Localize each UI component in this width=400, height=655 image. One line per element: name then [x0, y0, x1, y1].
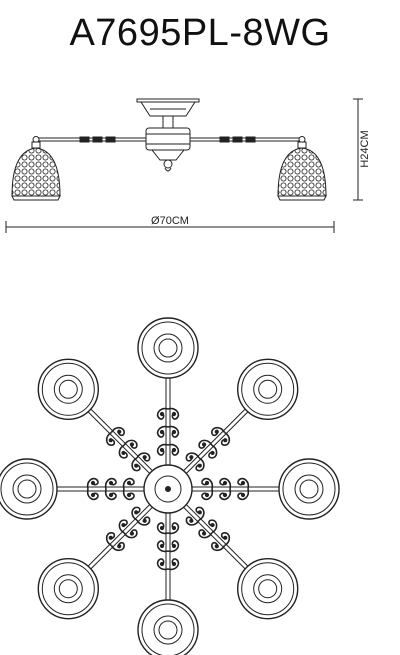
arm-scroll-ornament	[105, 506, 151, 552]
right-lamp-shade	[277, 141, 327, 201]
product-model-title: A7695PL-8WG	[69, 12, 331, 54]
lamp-shade-top-8	[37, 358, 100, 420]
height-dimension-label: H24CM	[359, 130, 371, 167]
central-body	[145, 127, 191, 172]
left-lamp-shade	[11, 141, 61, 201]
arm-4	[183, 504, 299, 620]
top-view	[0, 317, 340, 655]
ceiling-canopy	[136, 98, 200, 129]
arm-scroll-ornament	[185, 506, 231, 552]
lamp-shade-top-6	[37, 558, 100, 620]
arm-scroll-ornament	[201, 477, 250, 501]
central-hub	[143, 464, 193, 514]
arm-5	[137, 513, 199, 655]
side-view	[5, 98, 363, 233]
arm-1	[137, 317, 199, 465]
arm-2	[183, 358, 299, 474]
lamp-shade-top-3	[278, 458, 340, 520]
lamp-shade-top-7	[0, 458, 58, 520]
arm-scroll-ornament	[105, 426, 151, 472]
lamp-shade-top-2	[237, 358, 299, 420]
side-arms	[32, 136, 306, 143]
height-dimension-line	[353, 98, 363, 201]
width-dimension-line	[5, 221, 335, 233]
arm-scroll-ornament	[185, 426, 231, 472]
lamp-shade-top-1	[137, 317, 199, 379]
arm-scroll-ornament	[156, 522, 180, 571]
lamp-shade-top-5	[137, 599, 199, 655]
arm-6	[37, 504, 153, 620]
arm-scroll-ornament	[156, 407, 180, 456]
arm-3	[192, 458, 340, 520]
width-dimension-label: Ø70CM	[151, 215, 189, 227]
arm-7	[0, 458, 144, 520]
arm-8	[37, 358, 153, 474]
arm-scroll-ornament	[86, 477, 135, 501]
lamp-shade-top-4	[237, 558, 299, 620]
